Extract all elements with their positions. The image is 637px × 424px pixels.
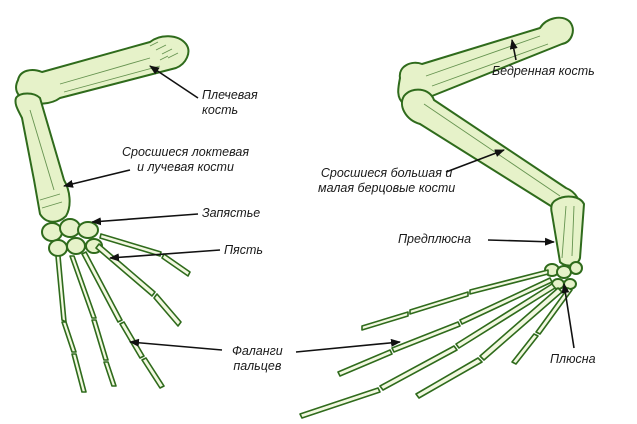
hindlimb-digits: [299, 269, 573, 419]
metacarpus-label: Пясть: [224, 243, 263, 257]
hindlimb: [299, 16, 585, 419]
femur-bone: [397, 16, 574, 110]
phalanges-label: Фаланги пальцев: [232, 344, 283, 374]
humerus-arrow: [149, 65, 199, 99]
tarsus-bones: [550, 195, 585, 267]
radioulna-label-line1: Сросшиеся локтевая: [122, 145, 250, 159]
humerus-bone: [15, 35, 190, 105]
radioulna-label: Сросшиеся локтевая и лучевая кости: [122, 145, 249, 175]
femur-arrow: [509, 39, 518, 61]
phalanges-hindlimb-arrow: [295, 338, 401, 353]
tibiofibula-bone: [401, 88, 581, 216]
tibiofibula-label: Сросшиеся большая и малая берцовые кости: [318, 166, 455, 196]
humerus-label-line1: Плечевая: [202, 88, 258, 102]
radioulna-bone: [14, 92, 71, 223]
phalanges-label-line2: пальцев: [233, 359, 282, 373]
tibiofibula-arrow: [445, 149, 505, 173]
tarsus-arrow: [487, 237, 555, 246]
humerus-label-line2: кость: [202, 103, 239, 117]
forelimb: [14, 35, 191, 393]
humerus-label: Плечевая кость: [202, 88, 258, 118]
phalanges-forelimb-arrow: [129, 338, 223, 351]
metacarpus-arrow: [109, 249, 221, 262]
tibiofibula-label-line2: малая берцовые кости: [318, 181, 456, 195]
femur-label: Бедренная кость: [492, 64, 595, 78]
carpus-label: Запястье: [202, 206, 261, 220]
radioulna-label-line2: и лучевая кости: [137, 160, 234, 174]
radioulna-arrow: [63, 169, 131, 188]
carpus-bones: [41, 218, 103, 257]
label-arrows: [63, 39, 575, 353]
tarsus-label: Предплюсна: [398, 232, 472, 246]
phalanges-label-line1: Фаланги: [232, 344, 283, 358]
metatarsus-label: Плюсна: [550, 352, 596, 366]
carpus-arrow: [91, 213, 199, 226]
metatarsus-arrow: [561, 283, 575, 349]
tibiofibula-label-line1: Сросшиеся большая и: [320, 166, 453, 180]
